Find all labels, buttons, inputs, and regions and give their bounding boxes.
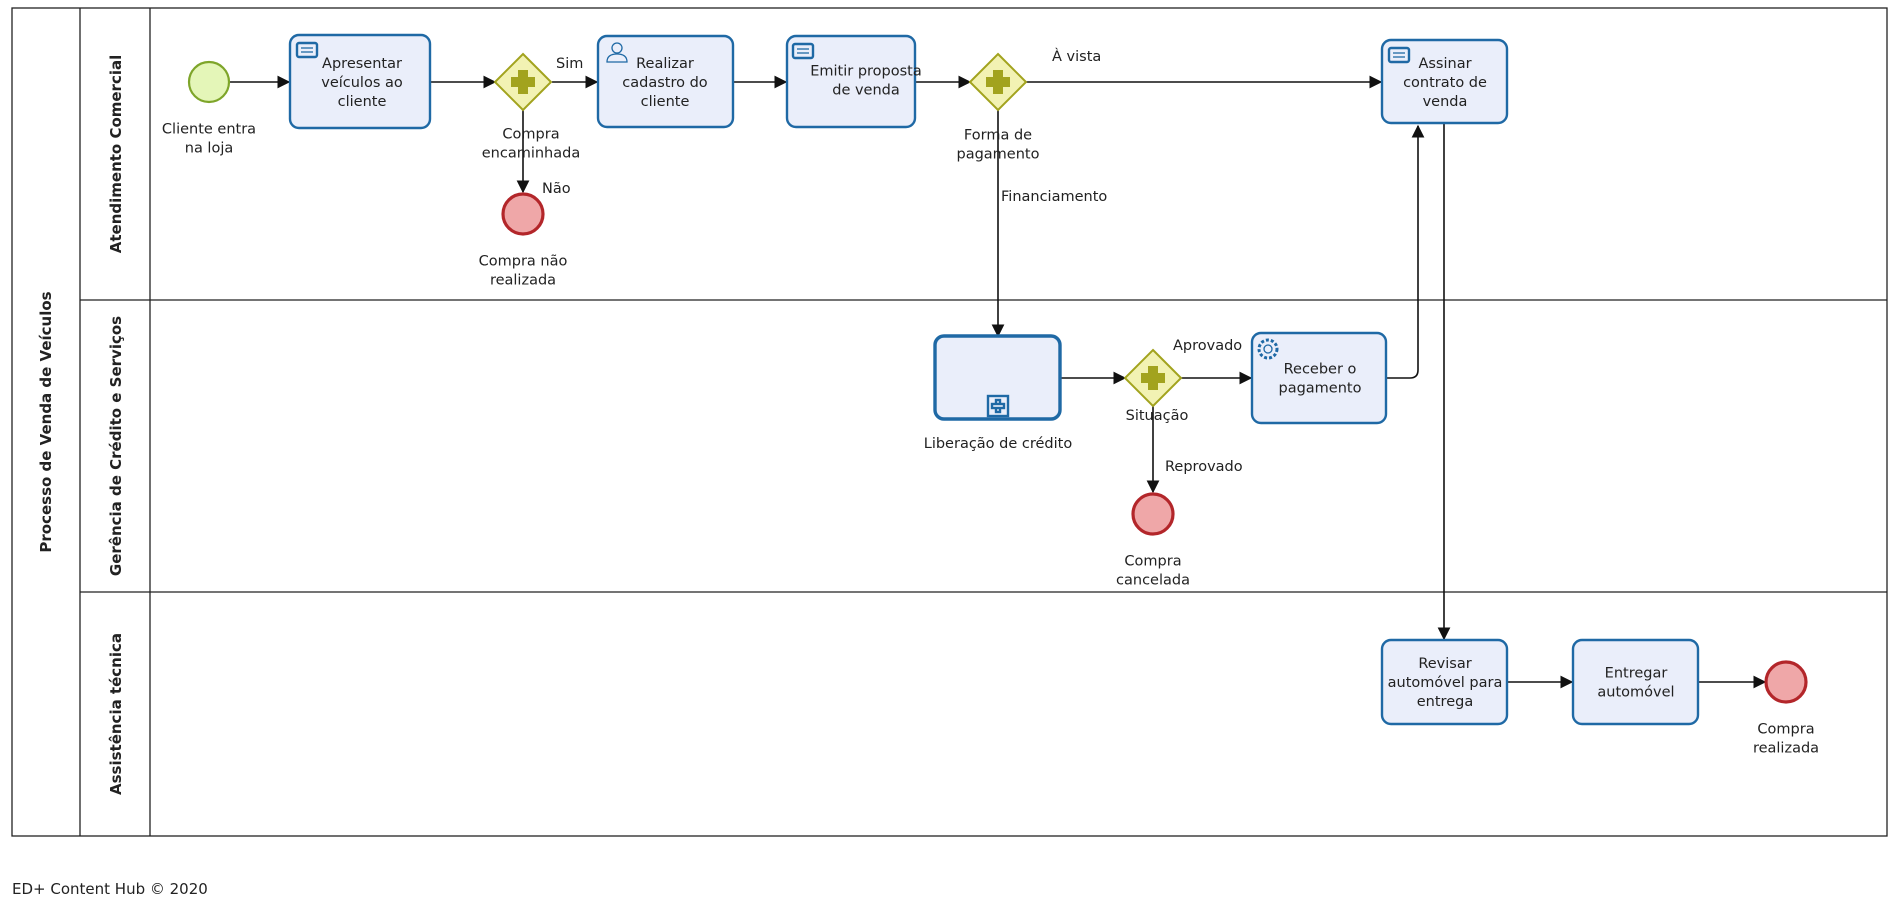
flow-receive-contract — [1386, 124, 1425, 379]
end-event-cancelled[interactable] — [1131, 492, 1175, 536]
lane-title-credit: Gerência de Crédito e Serviços — [107, 316, 125, 576]
subprocess-plus-icon — [986, 394, 1010, 418]
task-receive-payment[interactable] — [1250, 331, 1388, 425]
flow-label-financing: Financiamento — [1001, 189, 1107, 205]
manual-task-icon — [295, 41, 319, 59]
gear-icon — [1257, 338, 1279, 360]
pool: Processo de Venda de Veículos Atendiment… — [11, 7, 1888, 837]
flow-label-no: Não — [542, 181, 571, 197]
manual-task-icon — [1387, 46, 1411, 64]
flow-label-approved: Aprovado — [1173, 338, 1242, 354]
subprocess-label-credit-release: Liberação de crédito — [924, 436, 1073, 452]
gateway-purchase[interactable] — [493, 52, 553, 112]
task-issue-proposal[interactable] — [785, 34, 917, 129]
lane-title-technical: Assistência técnica — [107, 633, 125, 795]
lane-title-commercial: Atendimento Comercial — [107, 55, 125, 254]
user-task-icon — [606, 42, 628, 63]
flow-label-yes: Sim — [556, 56, 583, 72]
flow-label-rejected: Reprovado — [1165, 459, 1243, 475]
gateway-status-label: Situação — [1126, 408, 1189, 424]
gateway-payment[interactable] — [968, 52, 1028, 112]
subprocess-credit-release[interactable] — [933, 334, 1062, 421]
pool-title: Processo de Venda de Veículos — [37, 291, 55, 552]
gateway-status[interactable] — [1123, 348, 1183, 408]
start-event[interactable] — [187, 60, 231, 104]
end-event-done[interactable] — [1764, 660, 1808, 704]
task-register-client[interactable] — [596, 34, 735, 129]
footer-copyright: ED+ Content Hub © 2020 — [12, 880, 208, 898]
task-present-vehicles[interactable] — [288, 33, 432, 130]
end-event-not-bought[interactable] — [501, 192, 545, 236]
task-sign-contract[interactable] — [1380, 38, 1509, 125]
task-review-car[interactable] — [1380, 638, 1509, 726]
sequence-flows — [229, 75, 1767, 689]
flow-label-cash: À vista — [1052, 48, 1101, 65]
manual-task-icon — [791, 42, 815, 60]
task-deliver-car[interactable] — [1571, 638, 1700, 726]
flow-labels: Sim Não À vista Financiamento Aprovado R… — [542, 48, 1243, 475]
